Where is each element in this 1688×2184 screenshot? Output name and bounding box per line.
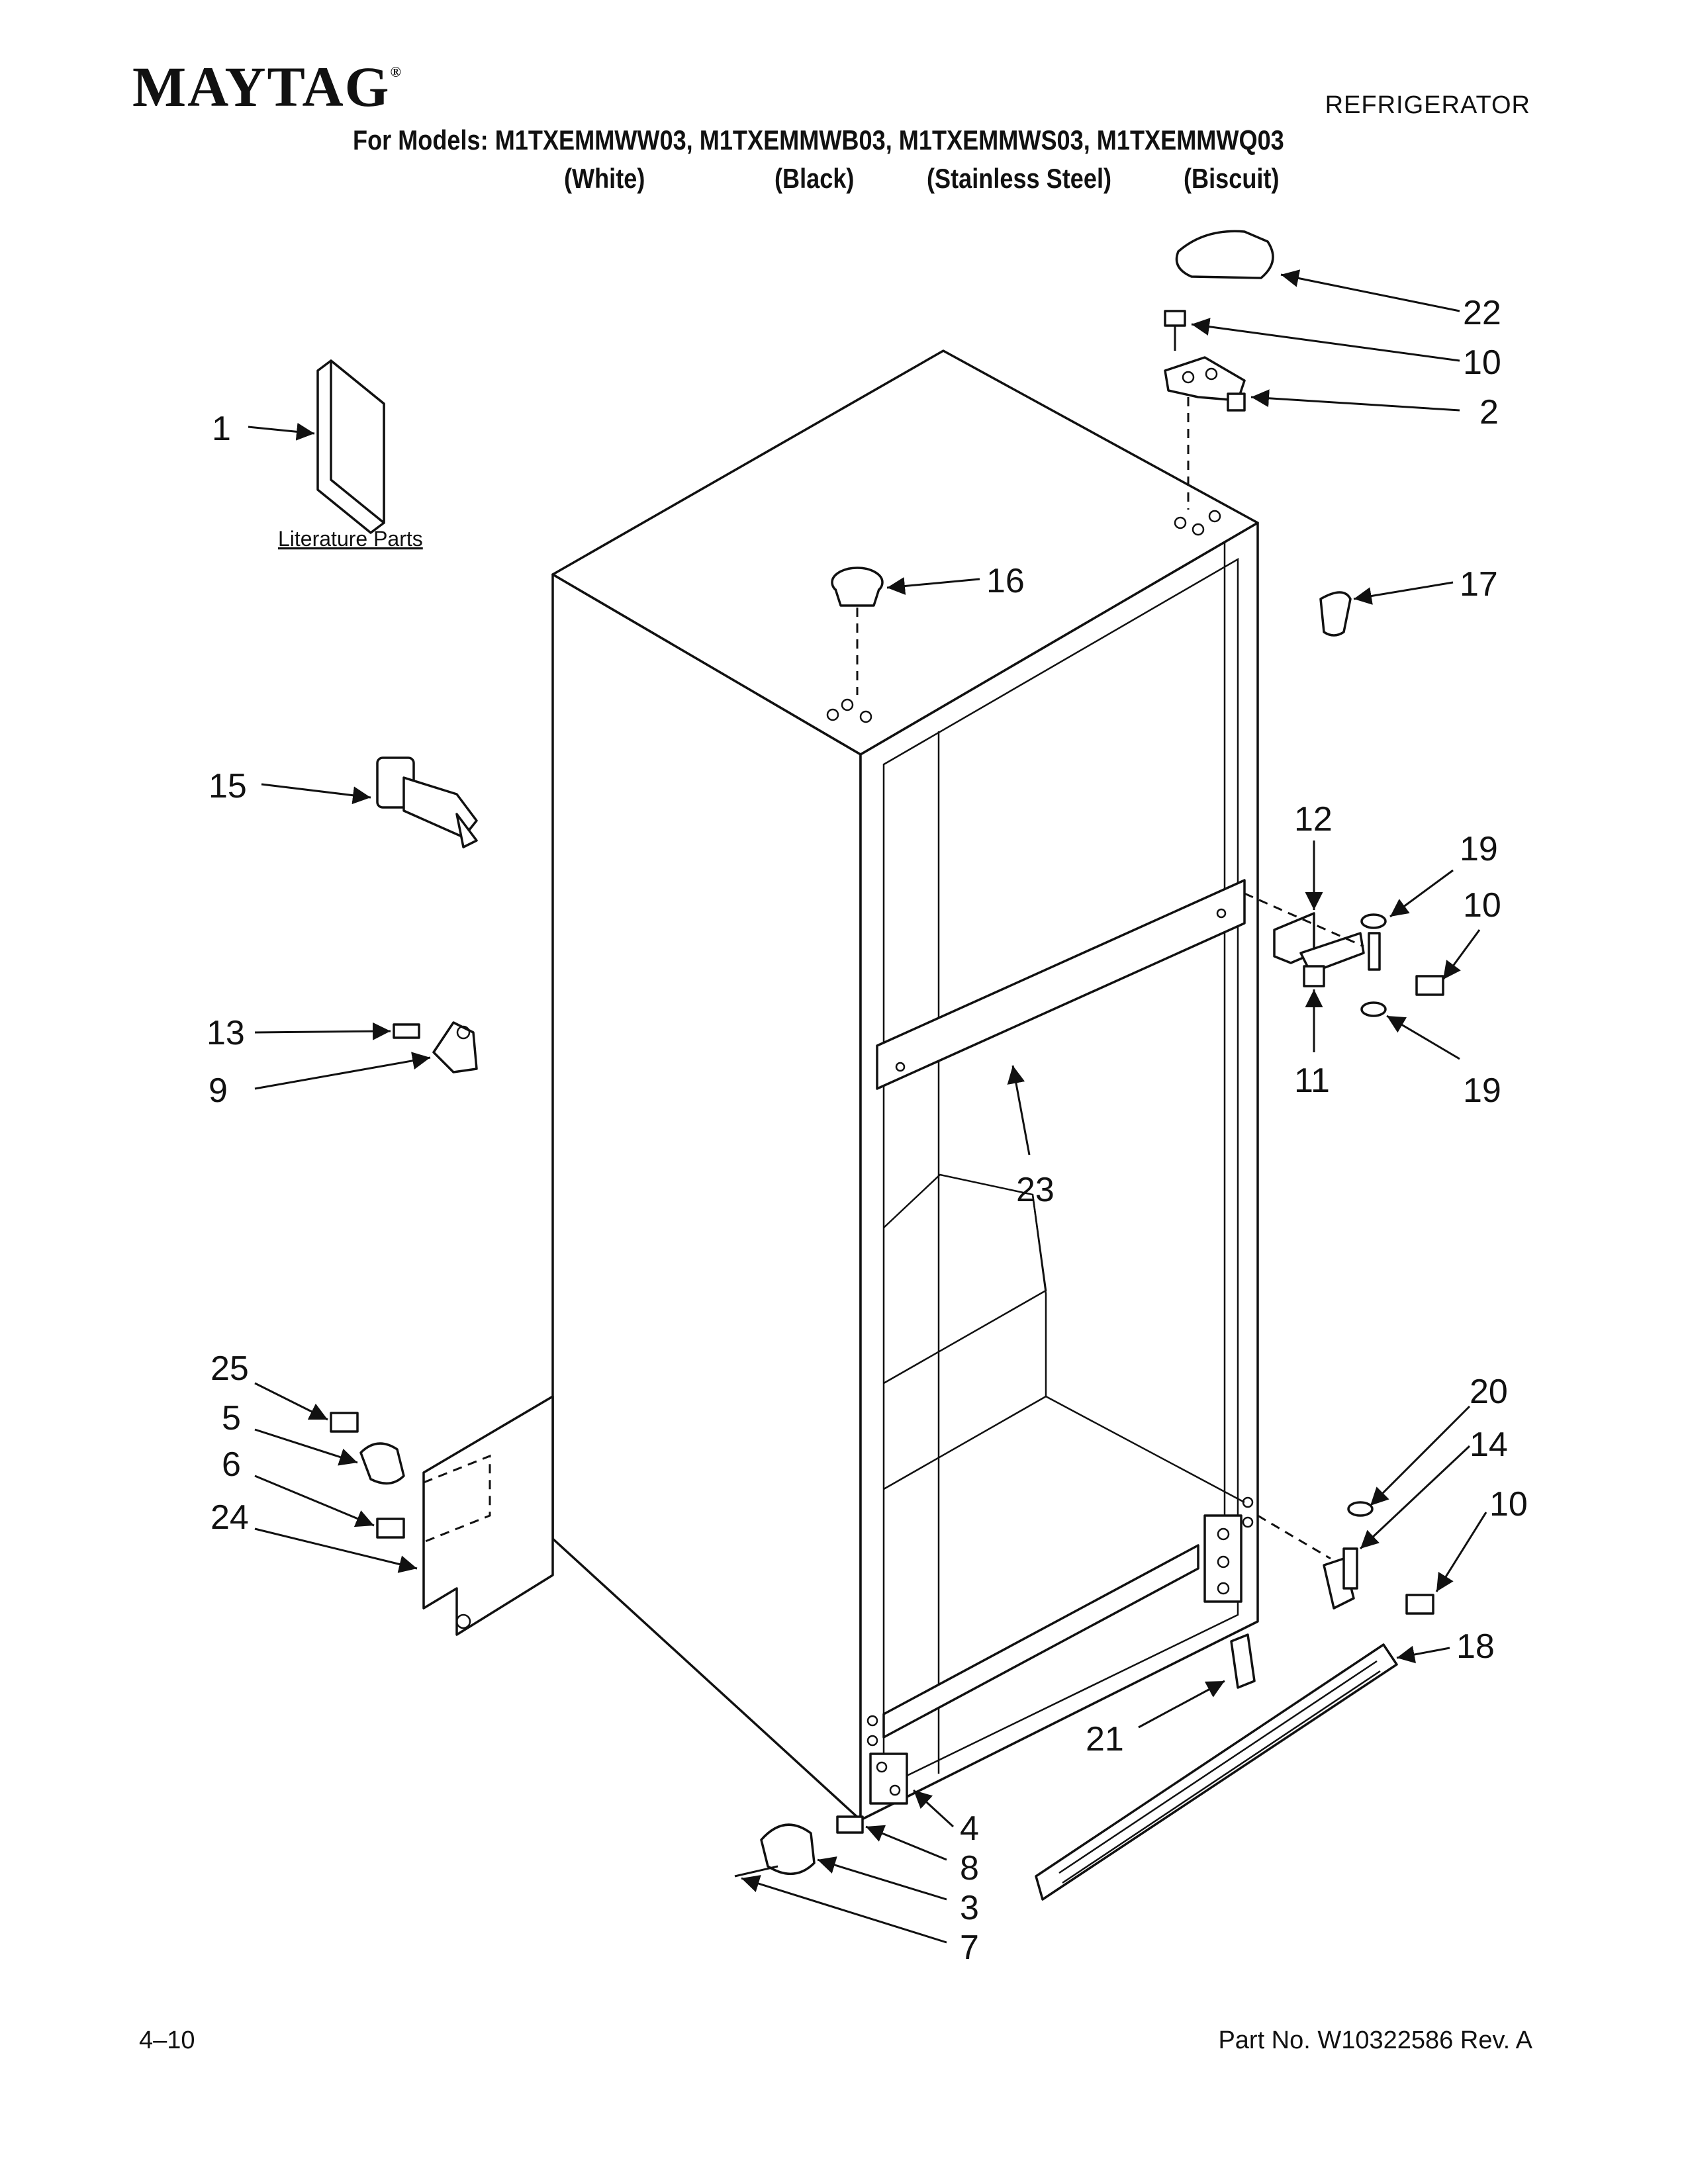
page-number: 4–10	[139, 2026, 195, 2054]
hinge-cover-part	[1175, 230, 1274, 279]
callout-6: 6	[222, 1445, 241, 1484]
callout-8: 8	[960, 1849, 979, 1888]
callout-19-bottom: 19	[1463, 1071, 1501, 1110]
divider-bar	[876, 879, 1246, 1090]
door-stop-part	[376, 756, 478, 848]
callout-5: 5	[222, 1399, 241, 1437]
callout-10-top: 10	[1463, 343, 1501, 382]
callout-3: 3	[960, 1889, 979, 1927]
product-type: REFRIGERATOR	[1325, 91, 1530, 119]
callout-19-top: 19	[1460, 830, 1498, 868]
callout-21: 21	[1086, 1720, 1124, 1758]
callout-25: 25	[211, 1349, 249, 1388]
literature-label: Literature Parts	[278, 527, 423, 551]
top-hinge-part	[1164, 356, 1246, 510]
callout-9: 9	[209, 1071, 228, 1110]
callout-23: 23	[1016, 1171, 1055, 1209]
color-black: (Black)	[774, 163, 855, 194]
leveling-parts	[734, 1752, 908, 1878]
bottom-hinge-part	[1257, 1501, 1434, 1615]
part-number: Part No. W10322586 Rev. A	[1218, 2026, 1532, 2054]
callout-numbers: 1 22 10 2 16 17 15 12 19 10 11 19 13 9 2…	[207, 294, 1528, 1967]
color-biscuit: (Biscuit)	[1184, 163, 1280, 194]
callout-7: 7	[960, 1929, 979, 1967]
latch-part	[393, 1021, 478, 1073]
callout-16: 16	[986, 562, 1025, 600]
callout-17: 17	[1460, 565, 1498, 604]
callout-18: 18	[1456, 1627, 1495, 1666]
literature-parts: Literature Parts	[278, 359, 423, 551]
screw-part-top	[1164, 310, 1186, 351]
callout-15: 15	[209, 767, 247, 805]
callout-24: 24	[211, 1498, 249, 1537]
callout-1: 1	[212, 410, 231, 448]
models-line: For Models: M1TXEMMWW03, M1TXEMMWB03, M1…	[353, 124, 1284, 156]
leader-lines	[248, 269, 1487, 1944]
cabinet	[551, 349, 1259, 1821]
callout-4: 4	[960, 1809, 979, 1848]
middle-hinge-part	[1244, 892, 1444, 1017]
brand-name: MAYTAG	[132, 55, 391, 118]
callout-11: 11	[1294, 1062, 1330, 1100]
callout-12: 12	[1294, 800, 1333, 839]
color-stainless: (Stainless Steel)	[927, 163, 1112, 194]
cabinet-bracket-part	[330, 1395, 554, 1636]
callout-2: 2	[1479, 393, 1499, 432]
base-grille-part	[1035, 1633, 1398, 1901]
callout-20: 20	[1470, 1373, 1508, 1411]
plug-part	[831, 567, 884, 695]
color-white: (White)	[564, 163, 645, 194]
callout-14: 14	[1470, 1426, 1508, 1464]
registered-mark: ®	[390, 64, 402, 80]
callout-10-bottom: 10	[1489, 1485, 1528, 1524]
callout-22: 22	[1463, 294, 1501, 332]
callout-10-middle: 10	[1463, 886, 1501, 925]
trim-clip-part	[1319, 591, 1352, 637]
callout-13: 13	[207, 1014, 245, 1052]
brand-logo: MAYTAG®	[132, 58, 402, 115]
